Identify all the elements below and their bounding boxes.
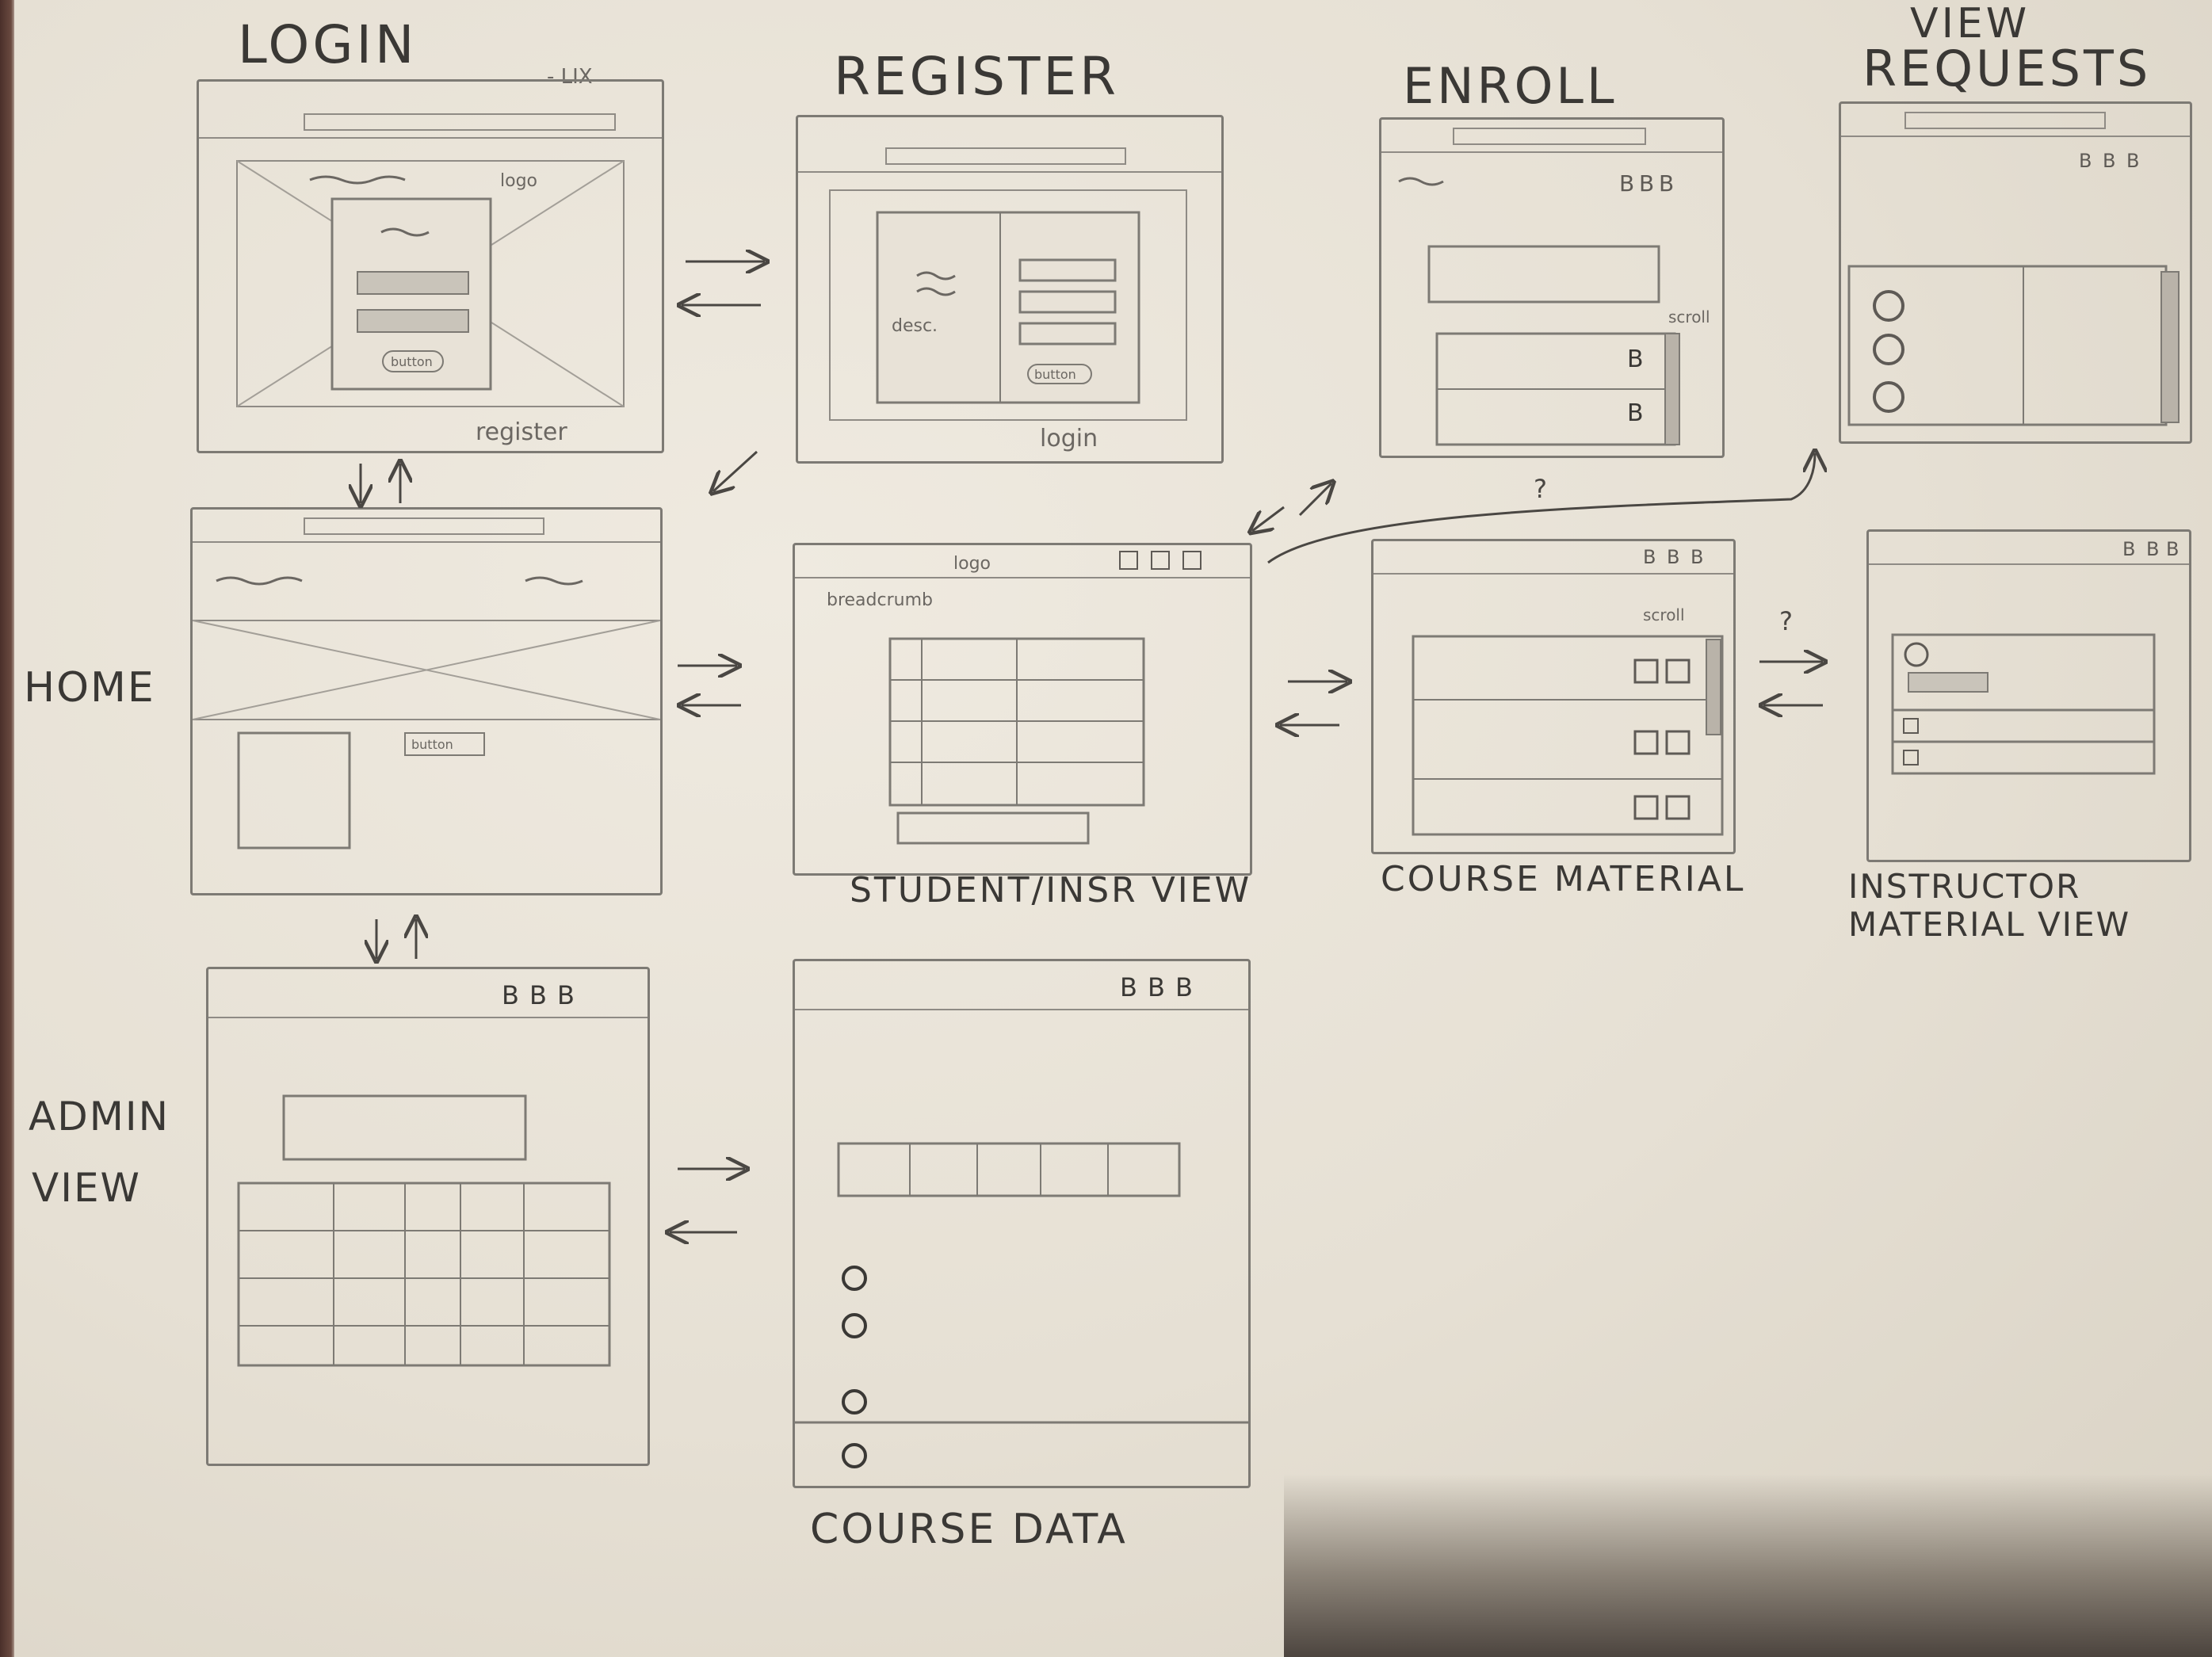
instructor-material-wireframe: B B B	[1866, 529, 2191, 862]
svg-text:B: B	[557, 980, 575, 1010]
svg-text:B: B	[1639, 170, 1654, 197]
svg-text:B: B	[502, 980, 519, 1010]
svg-text:breadcrumb: breadcrumb	[827, 590, 933, 610]
svg-text:B: B	[1667, 546, 1679, 568]
login-wireframe: logo button	[197, 79, 664, 453]
register-login-link[interactable]: login	[1040, 425, 1098, 452]
svg-text:B: B	[2126, 150, 2139, 172]
register-title: REGISTER	[834, 46, 1119, 107]
login-register-link[interactable]: register	[476, 418, 567, 446]
admin-view-title-line2: VIEW	[32, 1165, 141, 1211]
svg-text:B: B	[2103, 150, 2115, 172]
register-wireframe: desc. button	[796, 115, 1224, 464]
instructor-material-title-line1: INSTRUCTOR	[1848, 867, 2081, 906]
url-field	[1453, 128, 1646, 145]
url-field	[304, 113, 616, 131]
enroll-wireframe: B B B B B scroll	[1379, 117, 1725, 458]
svg-text:B: B	[1175, 972, 1193, 1002]
svg-text:scroll: scroll	[1643, 605, 1685, 624]
view-requests-title-line2: REQUESTS	[1862, 40, 2152, 97]
browser-bar	[199, 105, 662, 139]
header-bar	[1869, 532, 2189, 565]
url-field	[304, 517, 544, 535]
course-data-title: COURSE DATA	[810, 1506, 1128, 1553]
student-view-title: STUDENT/INSR VIEW	[850, 870, 1252, 911]
student-view-wireframe: logo breadcrumb	[793, 543, 1252, 876]
header-bar	[795, 961, 1248, 1010]
svg-text:B: B	[1619, 170, 1634, 197]
browser-bar	[798, 139, 1221, 173]
svg-text:B: B	[1627, 399, 1644, 427]
url-field	[885, 147, 1126, 165]
instructor-material-title-line2: MATERIAL VIEW	[1848, 905, 2131, 944]
browser-bar	[193, 510, 660, 543]
header-bar	[1373, 541, 1733, 575]
browser-bar	[1381, 120, 1722, 153]
admin-view-wireframe: B B B	[206, 967, 650, 1466]
enroll-title: ENROLL	[1403, 57, 1618, 115]
login-note: - LIX	[547, 65, 593, 89]
course-data-sketch: B B B	[795, 972, 1248, 1468]
register-sketch: desc. button	[829, 189, 1187, 421]
enroll-sketch: B B B B B scroll	[1398, 170, 1710, 446]
instructor-material-sketch: B B B	[1891, 538, 2179, 775]
svg-text:B: B	[1148, 972, 1165, 1002]
admin-view-title-line1: ADMIN	[29, 1094, 170, 1140]
svg-text:B: B	[1659, 170, 1674, 197]
course-material-wireframe: B B B scroll	[1371, 539, 1736, 854]
login-sketch: logo button	[236, 160, 625, 407]
svg-text:B: B	[2146, 538, 2159, 560]
svg-text:B: B	[529, 980, 547, 1010]
photo-shadow	[1284, 1474, 2212, 1657]
svg-text:B: B	[2122, 538, 2135, 560]
home-sketch: button	[193, 576, 660, 849]
header-bar	[795, 545, 1250, 578]
svg-text:button: button	[1034, 367, 1076, 382]
student-view-sketch: logo breadcrumb	[827, 551, 1202, 845]
svg-text:logo: logo	[953, 554, 991, 574]
svg-text:B: B	[2079, 150, 2092, 172]
svg-text:B: B	[1643, 546, 1656, 568]
svg-text:logo: logo	[500, 171, 537, 191]
view-requests-title-line1: VIEW	[1910, 0, 2031, 48]
header-bar	[208, 969, 648, 1018]
login-title: LOGIN	[238, 14, 418, 75]
home-title: HOME	[24, 664, 155, 712]
svg-text:desc.: desc.	[892, 316, 938, 336]
svg-text:B: B	[1627, 346, 1644, 373]
svg-text:button: button	[411, 737, 453, 752]
url-field	[1904, 112, 2106, 129]
home-wireframe: button	[190, 507, 663, 895]
course-material-sketch: B B B scroll	[1412, 546, 1724, 836]
view-requests-sketch: B B B	[1847, 150, 2180, 426]
course-data-wireframe: B B B	[793, 959, 1251, 1488]
course-material-title: COURSE MATERIAL	[1381, 859, 1746, 899]
browser-bar	[1841, 104, 2190, 137]
admin-view-sketch: B B B	[237, 980, 611, 1367]
svg-text:B: B	[1691, 546, 1703, 568]
svg-text:B: B	[1120, 972, 1137, 1002]
svg-text:button: button	[391, 354, 433, 369]
svg-text:scroll: scroll	[1668, 307, 1710, 326]
view-requests-wireframe: B B B	[1839, 101, 2192, 444]
svg-text:B: B	[2166, 538, 2179, 560]
